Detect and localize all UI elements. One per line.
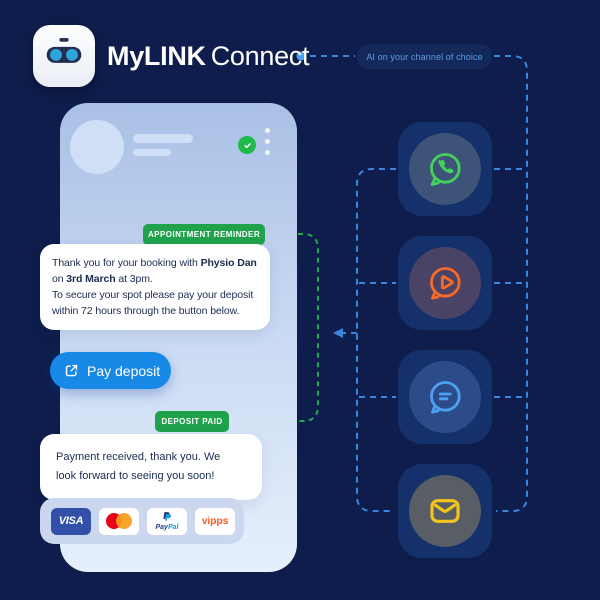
paypal-label: PayPal [155, 524, 179, 531]
paypal-mark-icon [163, 512, 172, 521]
whatsapp-icon [409, 133, 481, 205]
robot-head-icon [37, 27, 91, 86]
brand-logo [33, 25, 95, 87]
envelope-icon [409, 475, 481, 547]
verified-badge-icon [238, 136, 256, 154]
external-link-icon [64, 363, 79, 378]
payment-methods-row: VISA PayPal vipps [40, 498, 244, 544]
channel-tile-whatsapp[interactable] [398, 122, 492, 216]
callout-badge: AI on your channel of choice [357, 44, 492, 69]
contact-name-placeholder [133, 134, 193, 143]
chat-bubble-icon [409, 361, 481, 433]
title-connect: Connect [210, 41, 310, 71]
pay-deposit-button[interactable]: Pay deposit [50, 352, 171, 389]
channel-tile-live-chat[interactable] [398, 350, 492, 444]
mastercard-logo [99, 507, 139, 535]
title-my: My [107, 41, 144, 71]
deposit-paid-label: DEPOSIT PAID [161, 417, 223, 426]
title-link: LINK [143, 41, 206, 71]
payment-received-message: Payment received, thank you. We look for… [40, 434, 262, 500]
kebab-menu-icon[interactable] [265, 128, 270, 155]
appointment-reminder-label: APPOINTMENT REMINDER [147, 230, 261, 239]
callout-label: AI on your channel of choice [366, 51, 483, 62]
appointment-reminder-badge: APPOINTMENT REMINDER [143, 224, 265, 245]
channel-tile-email[interactable] [398, 464, 492, 558]
deposit-paid-badge: DEPOSIT PAID [155, 411, 229, 432]
vipps-logo: vipps [195, 507, 235, 535]
booking-message: Thank you for your booking with Physio D… [40, 244, 270, 330]
blue-dot [296, 51, 306, 61]
avatar [70, 120, 124, 174]
paypal-logo: PayPal [147, 507, 187, 535]
contact-status-placeholder [133, 149, 171, 156]
pay-deposit-label: Pay deposit [87, 362, 161, 379]
mastercard-circles-icon [106, 513, 132, 529]
channel-tile-video-message[interactable] [398, 236, 492, 330]
visa-logo: VISA [51, 507, 91, 535]
vipps-label: vipps [201, 515, 229, 527]
blue-arrowhead [333, 328, 343, 338]
play-bubble-icon [409, 247, 481, 319]
visa-label: VISA [58, 515, 84, 527]
